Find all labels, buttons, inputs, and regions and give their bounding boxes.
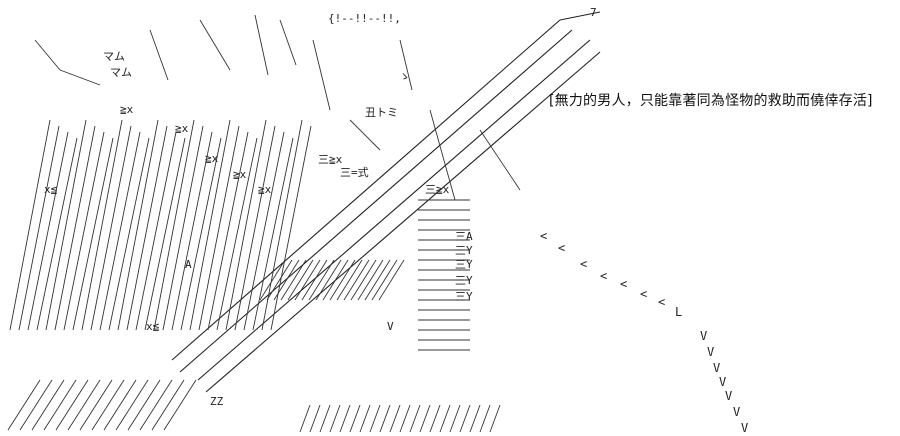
caption-text: [無力的男人，只能靠著同為怪物的救助而僥倖存活] [549,93,873,109]
svg-text:三Y: 三Y [455,274,473,287]
svg-text:三Y: 三Y [455,258,473,271]
svg-text:V: V [700,329,707,343]
svg-text:≧x: ≧x [205,152,219,165]
svg-text:<: < [540,229,547,243]
sword-blade [171,11,601,393]
svg-text:<: < [620,277,627,291]
svg-text:≧x: ≧x [258,183,272,196]
svg-text:V: V [713,361,720,375]
svg-text:<: < [558,241,565,255]
svg-text:三Y: 三Y [455,244,473,257]
svg-text:V: V [387,320,394,333]
svg-text:V: V [733,405,740,419]
svg-text:三A: 三A [455,230,473,243]
svg-text:7: 7 [590,6,597,19]
svg-text:マム: マム [110,66,132,79]
svg-text:三=式: 三=式 [340,166,369,179]
ascii-glyphs: 7 {!--!!--!!, マム マム ≧x ≧x ≧x ≧x ≧x x≦ 三=… [44,6,597,408]
svg-text:ZZ: ZZ [210,395,224,408]
svg-text:V: V [741,421,748,435]
svg-text:{!--!!--!!,: {!--!!--!!, [328,12,401,25]
right-chain-glyphs: < < < < < < < L V V V V V V V [540,229,748,435]
svg-text:x≦: x≦ [44,183,58,196]
svg-text:V: V [725,389,732,403]
svg-text:≧x: ≧x [175,122,189,135]
svg-text:マム: マム [103,50,125,63]
svg-text:三≧x: 三≧x [425,183,450,196]
svg-text:三Y: 三Y [455,290,473,303]
svg-text:三≧x: 三≧x [318,153,343,166]
svg-text:x≦: x≦ [146,320,160,333]
svg-text:≧x: ≧x [233,168,247,181]
svg-text:≧x: ≧x [120,103,134,116]
svg-text:<: < [580,257,587,271]
svg-text:L: L [675,305,682,319]
svg-text:A: A [185,258,192,271]
svg-text:ゝ: ゝ [399,70,410,83]
svg-text:V: V [719,375,726,389]
svg-text:V: V [707,345,714,359]
svg-text:<: < [658,295,665,309]
svg-text:<: < [640,287,647,301]
svg-text:<: < [600,269,607,283]
svg-text:丑トミ: 丑トミ [365,106,398,119]
hatch-strokes [7,14,521,433]
